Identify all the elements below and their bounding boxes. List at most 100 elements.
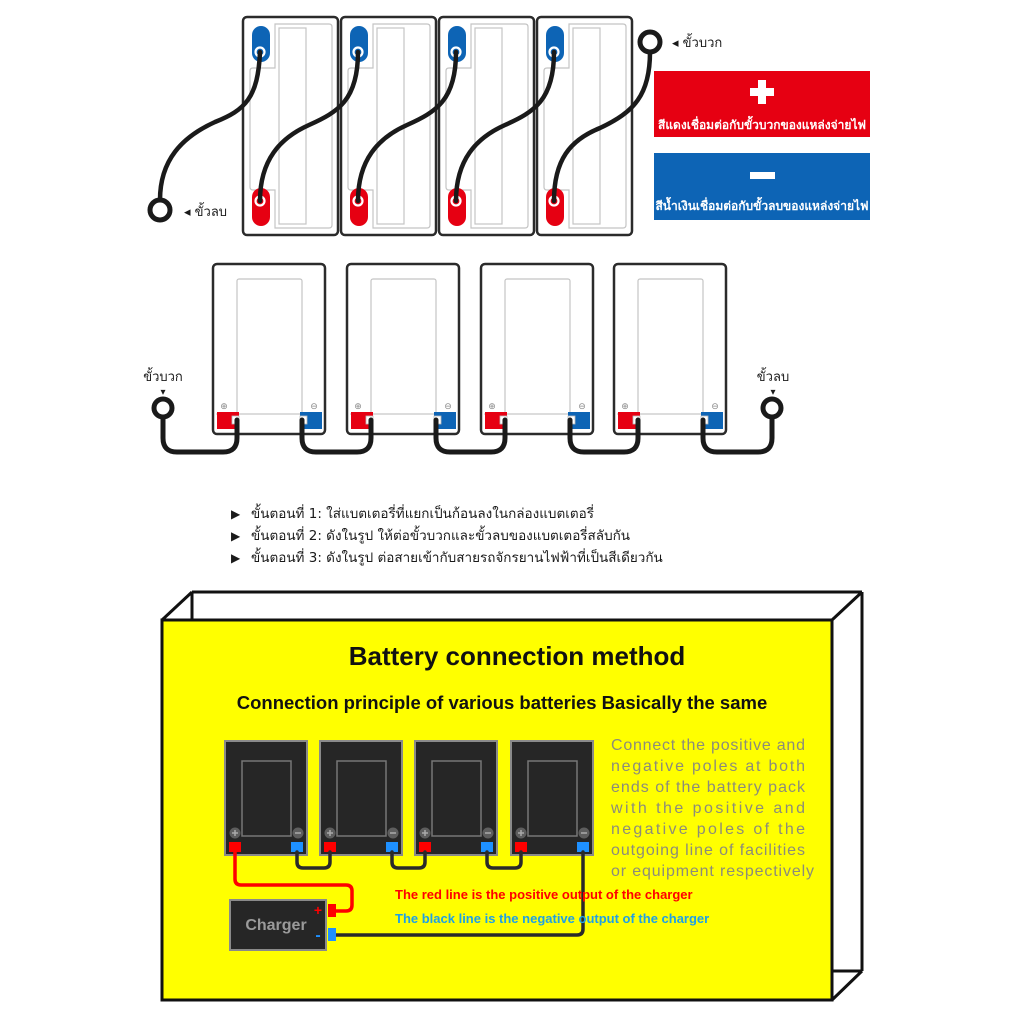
plus-circle-icon	[515, 827, 527, 839]
negative-terminal	[386, 842, 398, 852]
cable	[453, 49, 557, 204]
cable	[157, 49, 263, 203]
charger-label: Charger	[245, 917, 306, 934]
middle-negative-ring-terminal	[760, 396, 784, 420]
panel-subtitle: Connection principle of various batterie…	[237, 692, 768, 713]
plus-circle-icon	[229, 827, 241, 839]
step-1: ขั้นตอนที่ 1: ใส่แบตเตอรี่ที่แยกเป็นก้อน…	[251, 503, 594, 522]
step-3: ขั้นตอนที่ 3: ดังในรูป ต่อสายเข้ากับสายร…	[251, 547, 663, 566]
minus-symbol-icon: ⊖	[310, 402, 318, 412]
middle-battery: ⊕⊖	[479, 262, 595, 436]
legend-positive-text: สีแดงเชื่อมต่อกับขั้วบวกของแหล่งจ่ายไฟ	[658, 115, 866, 132]
negative-terminal	[481, 842, 493, 852]
plus-circle-icon	[419, 827, 431, 839]
top-cables	[157, 49, 653, 204]
battery-inner-outline	[249, 23, 333, 229]
battery-case	[339, 15, 438, 237]
charger: Charger + -	[229, 899, 336, 951]
battery-inner-outline	[543, 23, 627, 229]
charger-plus-sign: +	[314, 902, 322, 918]
cable	[295, 850, 332, 870]
panel-battery	[510, 740, 594, 856]
yellow-battery-row	[224, 740, 594, 856]
battery-label-area	[336, 760, 387, 837]
cable	[567, 417, 641, 455]
negative-ring-terminal	[147, 197, 173, 223]
description-line: outgoing line of facilities	[611, 842, 805, 859]
cable	[355, 49, 459, 204]
battery-inner-outline	[445, 23, 529, 229]
battery-case	[612, 262, 728, 436]
top-battery	[437, 15, 536, 237]
cable	[700, 415, 775, 455]
positive-terminal	[419, 842, 431, 852]
battery-case	[437, 15, 536, 237]
cable	[551, 49, 653, 204]
middle-positive-ring-label: ขั้วบวก	[143, 367, 183, 385]
minus-symbol-icon: ⊖	[444, 402, 452, 412]
cable	[390, 850, 427, 870]
middle-cables	[160, 415, 775, 455]
pointer-down-icon: ▾	[160, 387, 165, 398]
minus-circle-icon	[482, 827, 494, 839]
battery-label-area	[527, 760, 578, 837]
panel-battery	[414, 740, 498, 856]
minus-circle-icon	[578, 827, 590, 839]
battery-case	[535, 15, 634, 237]
bullet-triangle-icon: ▶	[231, 507, 241, 521]
plus-symbol-icon: ⊕	[220, 402, 228, 412]
box-3d-edges	[160, 590, 864, 1002]
legend-negative-text: สีน้ำเงินเชื่อมต่อกับขั้วลบของแหล่งจ่ายไ…	[655, 196, 868, 213]
bullet-triangle-icon: ▶	[231, 551, 241, 565]
minus-symbol-icon: ⊖	[578, 402, 586, 412]
top-battery	[535, 15, 634, 237]
icon-glyph	[518, 830, 524, 836]
middle-positive-ring-terminal	[151, 396, 175, 420]
minus-circle-icon	[292, 827, 304, 839]
positive-ring-label: ◂ ขั้วบวก	[672, 33, 722, 51]
pointer-down-icon: ▾	[770, 387, 775, 398]
top-battery	[339, 15, 438, 237]
plus-symbol-icon: ⊕	[354, 402, 362, 412]
plus-symbol-icon: ⊕	[621, 402, 629, 412]
middle-battery: ⊕⊖	[345, 262, 461, 436]
description-line: negative poles at both	[611, 758, 805, 775]
plus-symbol-icon: ⊕	[488, 402, 496, 412]
battery-case	[211, 262, 327, 436]
description-line: ends of the battery pack	[611, 779, 806, 796]
plus-circle-icon	[324, 827, 336, 839]
top-battery	[241, 15, 340, 237]
battery-case	[345, 262, 461, 436]
negative-ring-label: ◂ ขั้วลบ	[184, 202, 227, 220]
positive-terminal	[515, 842, 527, 852]
minus-icon	[750, 172, 775, 179]
cable	[160, 415, 240, 455]
panel-description: Connect the positive and negative poles …	[610, 737, 814, 880]
minus-symbol-icon: ⊖	[711, 402, 719, 412]
middle-battery-row: ⊕⊖⊕⊖⊕⊖⊕⊖	[211, 262, 728, 436]
description-line: with the positive and	[610, 800, 805, 817]
cable	[485, 850, 523, 870]
panel-battery	[319, 740, 403, 856]
icon-glyph	[232, 830, 238, 836]
step-2: ขั้นตอนที่ 2: ดังในรูป ให้ต่อขั้วบวกและข…	[251, 525, 630, 544]
charger-negative-terminal	[328, 928, 336, 941]
middle-battery: ⊕⊖	[211, 262, 327, 436]
battery-case	[241, 15, 340, 237]
charger-positive-terminal	[328, 904, 336, 917]
charger-minus-sign: -	[315, 927, 320, 944]
panel-battery	[224, 740, 308, 856]
yellow-cables	[233, 850, 585, 937]
panel-title: Battery connection method	[349, 641, 686, 671]
description-line: negative poles of the	[611, 821, 805, 838]
negative-charger-cable	[334, 850, 585, 937]
battery-case	[479, 262, 595, 436]
bullet-triangle-icon: ▶	[231, 529, 241, 543]
battery-label-area	[241, 760, 292, 837]
battery-label-area	[431, 760, 482, 837]
positive-terminal	[324, 842, 336, 852]
positive-charger-cable	[233, 850, 354, 913]
yellow-box: Battery connection method Connection pri…	[160, 590, 864, 1002]
middle-battery: ⊕⊖	[612, 262, 728, 436]
